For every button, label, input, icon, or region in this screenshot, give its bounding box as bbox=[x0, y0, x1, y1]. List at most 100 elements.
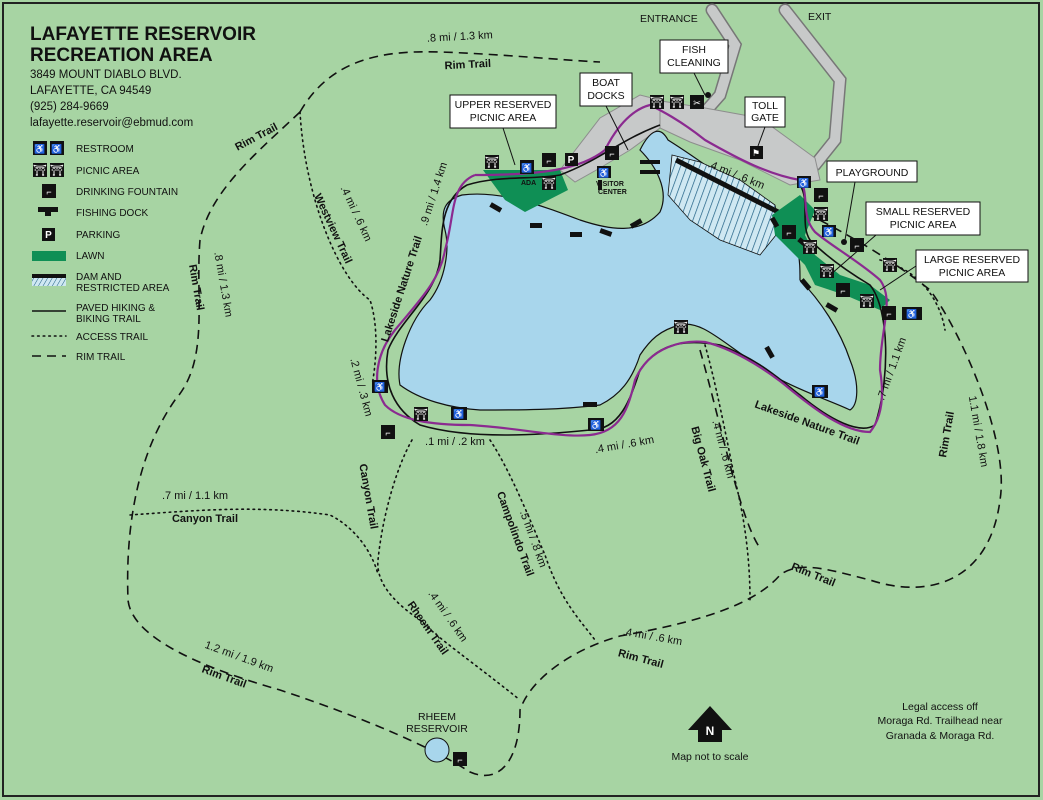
svg-text:♿: ♿ bbox=[598, 167, 609, 178]
email: lafayette.reservoir@ebmud.com bbox=[30, 117, 193, 129]
svg-text:⌐: ⌐ bbox=[546, 156, 551, 166]
trail-dist: .1 mi / .2 km bbox=[425, 436, 485, 448]
legend-picnic: PICNIC AREA bbox=[76, 166, 140, 177]
rheem-reservoir bbox=[424, 737, 450, 763]
parking-icon: P bbox=[565, 153, 578, 166]
restroom-icon: ♿ bbox=[597, 166, 611, 178]
title-line-2: RECREATION AREA bbox=[30, 45, 213, 66]
svg-text:⛩: ⛩ bbox=[414, 408, 428, 421]
svg-text:✂: ✂ bbox=[693, 98, 701, 108]
legal-access-3: Granada & Moraga Rd. bbox=[886, 730, 995, 742]
svg-text:♿: ♿ bbox=[823, 226, 834, 237]
legend-parking: PARKING bbox=[76, 230, 120, 241]
dam-line bbox=[674, 157, 792, 221]
fish-cleaning-label-2: CLEANING bbox=[667, 57, 721, 69]
svg-text:♿: ♿ bbox=[906, 308, 917, 319]
svg-text:⌐: ⌐ bbox=[854, 241, 859, 251]
picnic-icon: ⛩ bbox=[650, 95, 664, 109]
fountain-icon: ⌐ bbox=[850, 238, 864, 252]
dam-restricted-area bbox=[667, 154, 781, 256]
north-arrow: N bbox=[688, 706, 732, 742]
fountain-icon: ⌐ bbox=[836, 283, 850, 297]
svg-text:⌐: ⌐ bbox=[786, 228, 791, 238]
svg-text:⛩: ⛩ bbox=[803, 241, 817, 254]
svg-text:⌐: ⌐ bbox=[46, 187, 51, 197]
small-picnic-label-2: PICNIC AREA bbox=[890, 219, 957, 231]
picnic-icon: ⛩ bbox=[820, 264, 834, 278]
legend-dam-1: DAM AND bbox=[76, 272, 122, 283]
svg-text:⚑: ⚑ bbox=[752, 148, 760, 158]
trail-name: Canyon Trail bbox=[172, 513, 238, 525]
svg-text:♿: ♿ bbox=[51, 143, 62, 154]
ada-label: ADA bbox=[521, 180, 536, 187]
rheem-label-2: RESERVOIR bbox=[406, 723, 468, 735]
legend-paved-1: PAVED HIKING & bbox=[76, 303, 155, 314]
legend: ♿♿ RESTROOM ⛩⛩ PICNIC AREA ⌐ DRINKING FO… bbox=[31, 141, 178, 363]
rim-trail-line bbox=[126, 50, 1002, 777]
svg-text:⛩: ⛩ bbox=[650, 96, 664, 109]
svg-text:P: P bbox=[45, 230, 52, 241]
picnic-icon: ⛩ bbox=[674, 320, 688, 334]
svg-text:♿: ♿ bbox=[814, 386, 825, 397]
legend-access: ACCESS TRAIL bbox=[76, 332, 148, 343]
legend-fountain: DRINKING FOUNTAIN bbox=[76, 187, 178, 198]
trail-dist: .8 mi / 1.3 km bbox=[427, 29, 494, 44]
picnic-icon: ⛩ bbox=[670, 95, 684, 109]
svg-text:⌐: ⌐ bbox=[818, 191, 823, 201]
callouts bbox=[449, 39, 1029, 291]
playground-label: PLAYGROUND bbox=[836, 167, 909, 179]
restroom-icon: ♿ bbox=[812, 385, 828, 398]
picnic-icon: ⛩ bbox=[485, 155, 499, 169]
entrance-label: ENTRANCE bbox=[640, 13, 698, 25]
trail-name: Rim Trail bbox=[444, 58, 491, 72]
svg-text:⛩: ⛩ bbox=[674, 321, 688, 334]
legal-access-1: Legal access off bbox=[902, 701, 978, 713]
lakeside-nature-trail bbox=[376, 103, 888, 437]
svg-text:P: P bbox=[568, 155, 575, 166]
fountain-icon: ⌐ bbox=[605, 146, 619, 160]
large-picnic-label-1: LARGE RESERVED bbox=[924, 254, 1021, 266]
legal-access-2: Moraga Rd. Trailhead near bbox=[878, 715, 1003, 727]
lawn-east bbox=[772, 195, 890, 310]
rheem-label-1: RHEEM bbox=[418, 711, 456, 723]
svg-text:⌐: ⌐ bbox=[609, 149, 614, 159]
fish-cleaning-label-1: FISH bbox=[682, 44, 706, 56]
visitor-center-label-2: CENTER bbox=[598, 189, 627, 196]
svg-text:⌐: ⌐ bbox=[385, 428, 390, 438]
title-line-1: LAFAYETTE RESERVOIR bbox=[30, 24, 256, 45]
trail-dist: .7 mi / 1.1 km bbox=[162, 490, 228, 502]
svg-text:⛩: ⛩ bbox=[542, 177, 556, 190]
boat-docks-label-2: DOCKS bbox=[587, 90, 624, 102]
picnic-icon: ⛩ bbox=[542, 176, 556, 190]
fish-cleaning-marker bbox=[705, 92, 711, 98]
svg-text:♿: ♿ bbox=[798, 177, 809, 188]
exit-label: EXIT bbox=[808, 11, 832, 23]
address-line-1: 3849 MOUNT DIABLO BLVD. bbox=[30, 69, 182, 81]
legend-fishing-dock: FISHING DOCK bbox=[76, 208, 149, 219]
svg-text:⛩: ⛩ bbox=[820, 265, 834, 278]
legend-lawn: LAWN bbox=[76, 251, 105, 262]
svg-text:⛩: ⛩ bbox=[33, 164, 47, 177]
svg-text:♿: ♿ bbox=[453, 408, 464, 419]
picnic-icon: ⛩ bbox=[814, 207, 828, 221]
upper-parking bbox=[559, 94, 661, 183]
picnic-icon: ⛩ bbox=[883, 258, 897, 272]
fish-cleaning-icon: ✂ bbox=[690, 95, 704, 109]
fountain-icon: ⌐ bbox=[782, 225, 796, 239]
picnic-icon: ⛩ bbox=[860, 294, 874, 308]
svg-text:N: N bbox=[706, 724, 715, 738]
fountain-icon: ⌐ bbox=[453, 752, 467, 766]
svg-text:⛩: ⛩ bbox=[860, 295, 874, 308]
large-picnic-label-2: PICNIC AREA bbox=[939, 267, 1006, 279]
svg-text:♿: ♿ bbox=[374, 381, 385, 392]
playground-marker bbox=[841, 239, 847, 245]
legend-dam-2: RESTRICTED AREA bbox=[76, 283, 170, 294]
restroom-icon: ♿ bbox=[822, 225, 836, 237]
toll-gate-label-2: GATE bbox=[751, 112, 779, 124]
fountain-icon: ⌐ bbox=[381, 425, 395, 439]
svg-text:⌐: ⌐ bbox=[886, 309, 891, 319]
svg-text:♿: ♿ bbox=[590, 419, 601, 430]
toll-gate-icon: ⚑ bbox=[750, 146, 763, 159]
picnic-icon: ⛩ bbox=[414, 407, 428, 421]
svg-text:⌐: ⌐ bbox=[457, 755, 462, 765]
